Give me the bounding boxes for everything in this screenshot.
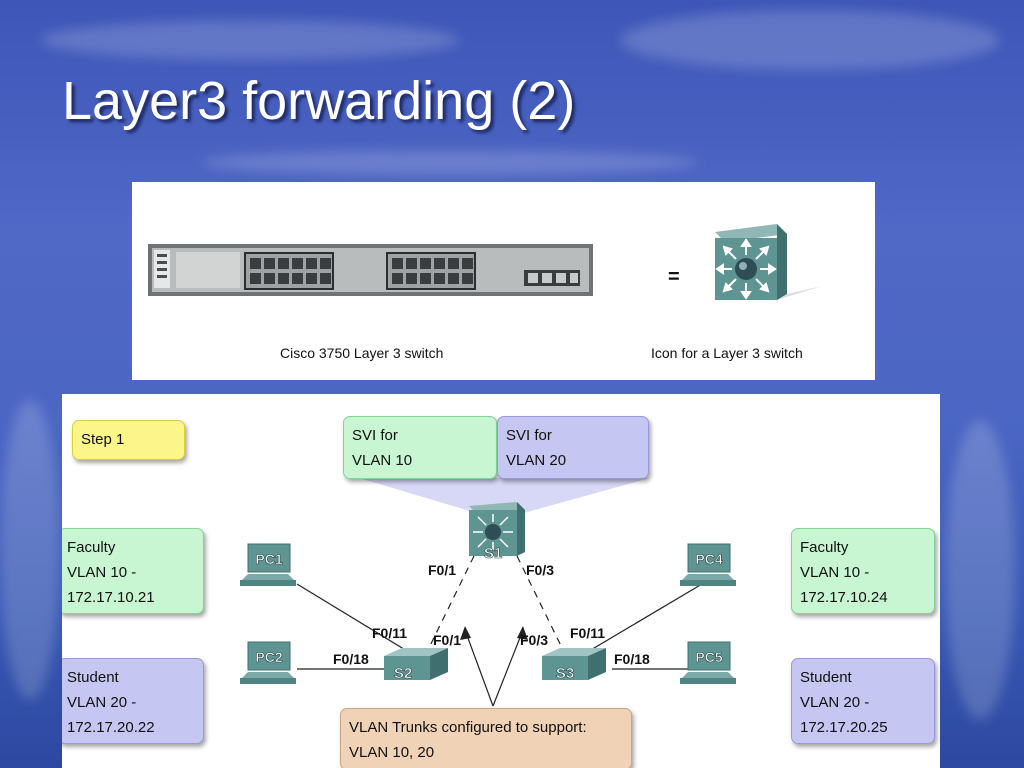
trunk-note-callout: VLAN Trunks configured to support: VLAN … [340, 708, 632, 768]
pc4-label: PC4 [695, 551, 722, 567]
topology-diagram: S1 S2 S3 PC1 PC2 PC4 PC5 [240, 478, 736, 707]
arrowhead-right [517, 626, 528, 640]
arrow-to-trunk-left [464, 629, 494, 707]
s3-label: S3 [556, 665, 574, 682]
background-streak [945, 420, 1015, 720]
arrowhead-left [460, 626, 471, 640]
topology-diagram-panel: S1 S2 S3 PC1 PC2 PC4 PC5 F0/1 F0/3 F0/11… [62, 394, 940, 768]
switch-caption: Cisco 3750 Layer 3 switch [280, 345, 444, 361]
port-label-s1-left: F0/1 [428, 562, 457, 578]
svi-highlight [359, 478, 650, 514]
pc5-label: PC5 [695, 649, 722, 665]
left-faculty-callout: Faculty VLAN 10 - 172.17.10.21 [62, 528, 204, 614]
background-streak [0, 400, 60, 700]
cisco-3750-switch-image [148, 244, 593, 296]
pc2-label: PC2 [255, 649, 282, 665]
port-label-s1-right: F0/3 [526, 562, 555, 578]
right-faculty-callout: Faculty VLAN 10 - 172.17.10.24 [791, 528, 935, 614]
pc1-icon [240, 543, 296, 586]
s1-label: S1 [484, 545, 502, 562]
s2-switch-icon [384, 648, 448, 680]
background-streak [620, 10, 1000, 70]
s1-switch-icon [469, 502, 525, 556]
slide-title: Layer3 forwarding (2) [62, 71, 576, 131]
link-pc4-s3 [583, 583, 703, 655]
background-streak [200, 150, 700, 175]
left-student-callout: Student VLAN 20 - 172.17.20.22 [62, 658, 204, 744]
port-label-s3-pc4: F0/11 [570, 625, 606, 641]
pc5-icon [680, 641, 736, 684]
trunk-s1-s2 [423, 555, 475, 659]
switch-illustration-panel: = Cisco 3750 Layer 3 switch Icon for a L… [132, 182, 875, 380]
step-badge: Step 1 [72, 420, 185, 460]
layer3-switch-icon [715, 224, 822, 300]
link-pc1-s2 [296, 583, 413, 655]
s3-switch-icon [542, 648, 606, 680]
right-student-callout: Student VLAN 20 - 172.17.20.25 [791, 658, 935, 744]
svi-vlan20-callout: SVI for VLAN 20 [497, 416, 649, 479]
equals-sign: = [668, 266, 680, 288]
svi-vlan10-callout: SVI for VLAN 10 [343, 416, 497, 479]
pc1-label: PC1 [255, 551, 282, 567]
port-label-s2-pc1: F0/11 [372, 625, 408, 641]
arrow-to-trunk-right [492, 629, 524, 707]
port-label-s2-uplink: F0/1 [433, 632, 462, 648]
icon-caption: Icon for a Layer 3 switch [651, 345, 803, 361]
port-label-s3-pc5: F0/18 [614, 651, 650, 667]
background-streak [40, 20, 460, 60]
trunk-s1-s3 [516, 555, 568, 659]
s2-label: S2 [394, 665, 412, 682]
pc2-icon [240, 641, 296, 684]
switch-illustration: = [148, 224, 822, 300]
pc4-icon [680, 543, 736, 586]
port-label-s3-uplink: F0/3 [520, 632, 549, 648]
port-label-s2-pc2: F0/18 [333, 651, 369, 667]
